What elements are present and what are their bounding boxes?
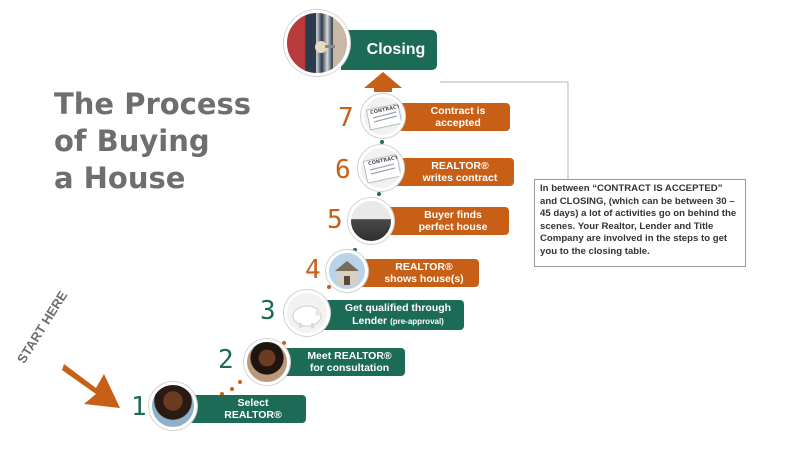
step-2-line2: for consultation (309, 362, 390, 374)
piggy-bank-icon (292, 305, 322, 328)
step-6-line1: REALTOR® (431, 159, 489, 172)
step-5-line1: Buyer finds (424, 208, 482, 221)
step-3-line2: Lender (pre-approval) (332, 315, 464, 329)
step-7-line2: accepted (435, 117, 481, 129)
step-5-number: 5 (327, 205, 343, 235)
step-1-label: Select REALTOR® (186, 395, 306, 423)
step-4-line1: REALTOR® (395, 260, 453, 273)
key-handover-icon (315, 41, 335, 53)
step-3-number: 3 (260, 296, 276, 326)
step-4-label: REALTOR® shows house(s) (355, 259, 479, 287)
step-3-photo (284, 290, 330, 336)
step-7-number: 7 (338, 103, 354, 133)
path-dot (380, 140, 384, 144)
title-line-1: The Process (54, 87, 252, 121)
path-dot (220, 392, 224, 396)
page-title: The Process of Buying a House (54, 86, 294, 197)
step-2-line1: Meet REALTOR® (307, 349, 392, 362)
contract-document-icon (365, 103, 402, 131)
house-icon (335, 261, 359, 285)
path-dot (230, 387, 234, 391)
step-4-photo (326, 250, 368, 292)
step-6-number: 6 (335, 155, 351, 185)
step-5-line2: perfect house (418, 221, 488, 233)
closing-label: Closing (341, 30, 437, 70)
step-6-label: REALTOR® writes contract (392, 158, 514, 186)
step-3-line2-main: Lender (352, 314, 388, 327)
step-1-line1: Select (237, 396, 269, 409)
step-6-photo: CONTRACT (358, 145, 404, 191)
path-dot (238, 380, 242, 384)
step-4-line2: shows house(s) (384, 273, 464, 285)
up-arrow-icon (364, 72, 402, 92)
path-dot (353, 248, 357, 252)
step-6-line2: writes contract (422, 172, 498, 184)
step-1-number: 1 (131, 392, 147, 422)
contract-document-icon (362, 153, 401, 184)
step-5-photo (348, 198, 394, 244)
step-2-photo (244, 339, 290, 385)
note-connector (440, 81, 569, 180)
path-dot (282, 341, 286, 345)
path-dot (377, 192, 381, 196)
title-line-3: a House (54, 161, 186, 195)
step-1-line2: REALTOR® (224, 409, 282, 421)
closing-photo (284, 10, 350, 76)
step-3-label: Get qualified through Lender (pre-approv… (318, 300, 464, 330)
process-note: In between “CONTRACT IS ACCEPTED” and CL… (534, 179, 746, 267)
step-4-number: 4 (305, 255, 321, 285)
step-2-label: Meet REALTOR® for consultation (280, 348, 405, 376)
step-2-number: 2 (218, 345, 234, 375)
title-line-2: of Buying (54, 124, 210, 158)
step-3-line1: Get qualified through (344, 302, 452, 314)
step-7-line1: Contract is (430, 104, 486, 117)
step-3-line2-sub: (pre-approval) (390, 316, 444, 326)
start-arrow-icon (62, 364, 120, 408)
path-dot (327, 285, 331, 289)
step-7-label: Contract is accepted (392, 103, 510, 131)
step-5-label: Buyer finds perfect house (383, 207, 509, 235)
step-1-photo (149, 382, 197, 430)
step-7-photo: CONTRACT (361, 94, 405, 138)
